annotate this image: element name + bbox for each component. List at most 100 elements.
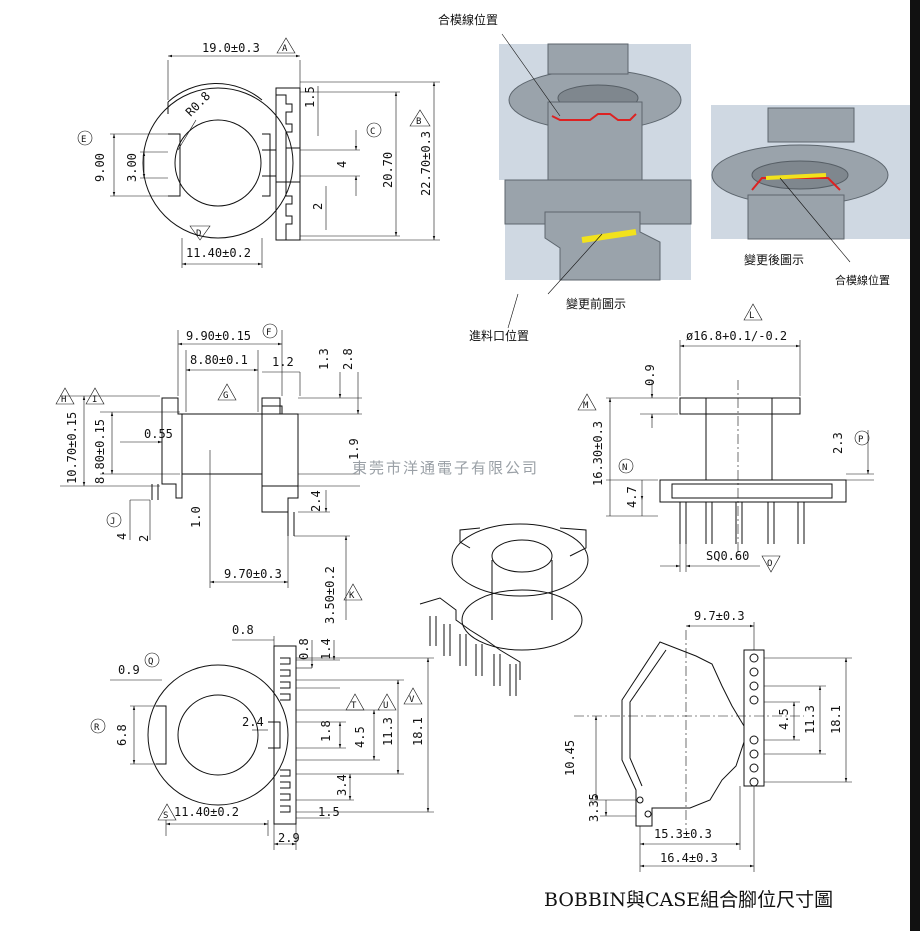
page-edge-bar	[910, 0, 920, 931]
bottom-w11-40: 11.40±0.2	[174, 805, 239, 819]
side-d2-4: 2.4	[309, 490, 323, 512]
svg-text:V: V	[409, 695, 415, 705]
svg-text:J: J	[110, 517, 115, 527]
bottom-d0-8b: 0.8	[297, 638, 311, 660]
label-before-change: 變更前圖示	[566, 296, 626, 311]
svg-text:A: A	[282, 44, 288, 54]
bottom-d0-8: 0.8	[232, 623, 254, 637]
side-d1-9: 1.9	[347, 438, 361, 460]
tag-O-marker: O	[761, 555, 781, 573]
svg-text:N: N	[622, 463, 627, 473]
tag-I-marker: I	[85, 387, 105, 405]
front-view	[606, 340, 874, 572]
svg-text:S: S	[163, 811, 168, 821]
bottom-d11-3: 11.3	[381, 717, 395, 746]
label-parting-line-right: 合模線位置	[835, 273, 890, 287]
case-d4-5: 4.5	[777, 708, 791, 730]
bottom-d0-9: 0.9	[118, 663, 140, 677]
side-view	[60, 330, 362, 620]
isometric-bobbin	[419, 523, 589, 696]
tag-A-marker: A	[276, 37, 296, 54]
photo-before-bottom	[504, 179, 692, 281]
front-h16-30: 16.30±0.3	[591, 421, 605, 486]
svg-text:R: R	[94, 723, 100, 733]
tag-V-marker: V	[403, 687, 423, 705]
tag-U-marker: U	[377, 693, 397, 711]
label-after-change: 變更後圖示	[744, 252, 804, 267]
front-d0-9: 0.9	[643, 364, 657, 386]
top-width-dim: 19.0±0.3	[202, 41, 260, 55]
bottom-d18-1: 18.1	[411, 717, 425, 746]
top-dim-4: 4	[335, 161, 349, 168]
side-d0-55: 0.55	[144, 427, 173, 441]
bottom-d2-9: 2.9	[278, 831, 300, 845]
svg-text:O: O	[767, 559, 772, 569]
top-dim-22-70: 22.70±0.3	[419, 131, 433, 196]
top-dim-1-5: 1.5	[303, 86, 317, 108]
front-d2-3: 2.3	[831, 432, 845, 454]
tag-F-marker: F	[262, 323, 278, 339]
tag-P-marker: P	[854, 430, 870, 446]
case-d10-45: 10.45	[563, 740, 577, 776]
tag-C-marker: C	[366, 122, 382, 138]
tag-L-marker: L	[743, 303, 763, 321]
svg-text:C: C	[370, 127, 375, 137]
side-w8-80: 8.80±0.1	[190, 353, 248, 367]
svg-text:F: F	[266, 328, 271, 338]
tag-S-marker: S	[157, 803, 177, 821]
svg-text:H: H	[61, 395, 66, 405]
tag-B-marker: B	[409, 109, 431, 127]
case-w9-7: 9.7±0.3	[694, 609, 745, 623]
side-d4: 4	[115, 533, 129, 540]
svg-text:L: L	[749, 311, 754, 321]
top-dim-2: 2	[311, 203, 325, 210]
bottom-d4-5: 4.5	[353, 726, 367, 748]
side-d2: 2	[137, 535, 151, 542]
side-d1-0: 1.0	[189, 506, 203, 528]
svg-text:K: K	[349, 591, 355, 601]
side-h8-80: 8.80±0.15	[93, 419, 107, 484]
case-d11-3: 11.3	[803, 705, 817, 734]
front-sq: SQ0.60	[706, 549, 749, 563]
side-d2-8: 2.8	[341, 348, 355, 370]
tag-Q-marker: Q	[144, 652, 160, 668]
svg-text:B: B	[416, 117, 421, 127]
bottom-view	[110, 636, 434, 850]
bottom-d1-8: 1.8	[319, 720, 333, 742]
top-bottom-width-dim: 11.40±0.2	[186, 246, 251, 260]
top-radius-dim: R0.8	[183, 89, 213, 119]
top-view	[110, 54, 440, 268]
svg-text:I: I	[92, 395, 97, 405]
bottom-d3-4: 3.4	[335, 774, 349, 796]
tag-H-marker: H	[55, 387, 75, 405]
label-parting-line-top: 合模線位置	[438, 12, 498, 27]
top-slot-height-dim: 9.00	[93, 153, 107, 182]
tag-M-marker: M	[577, 393, 597, 411]
tag-K-marker: K	[343, 583, 363, 601]
side-d3-50: 3.50±0.2	[323, 566, 337, 624]
tag-T-marker: T	[345, 693, 365, 711]
tag-G-marker: G	[217, 383, 237, 401]
svg-text:P: P	[858, 435, 864, 445]
tag-N-marker: N	[618, 458, 634, 474]
side-d1-3: 1.3	[317, 348, 331, 370]
photo-before-top	[499, 43, 691, 181]
front-d4-7: 4.7	[625, 486, 639, 508]
top-slot-inner-dim: 3.00	[125, 153, 139, 182]
case-w16-4: 16.4±0.3	[660, 851, 718, 865]
svg-text:D: D	[196, 229, 201, 239]
svg-text:T: T	[351, 701, 357, 711]
top-dim-20-70: 20.70	[381, 152, 395, 188]
svg-text:E: E	[81, 135, 86, 145]
bottom-d1-5: 1.5	[318, 805, 340, 819]
watermark: 東莞市洋通電子有限公司	[352, 459, 539, 477]
tag-E-marker: E	[77, 130, 93, 146]
side-h10-70: 10.70±0.15	[65, 412, 79, 484]
case-view	[574, 622, 852, 872]
tag-D-marker: D	[189, 225, 211, 241]
tag-J-marker: J	[106, 512, 122, 528]
tag-R-marker: R	[90, 718, 106, 734]
label-gate-position: 進料口位置	[469, 328, 529, 343]
side-w9-90: 9.90±0.15	[186, 329, 251, 343]
